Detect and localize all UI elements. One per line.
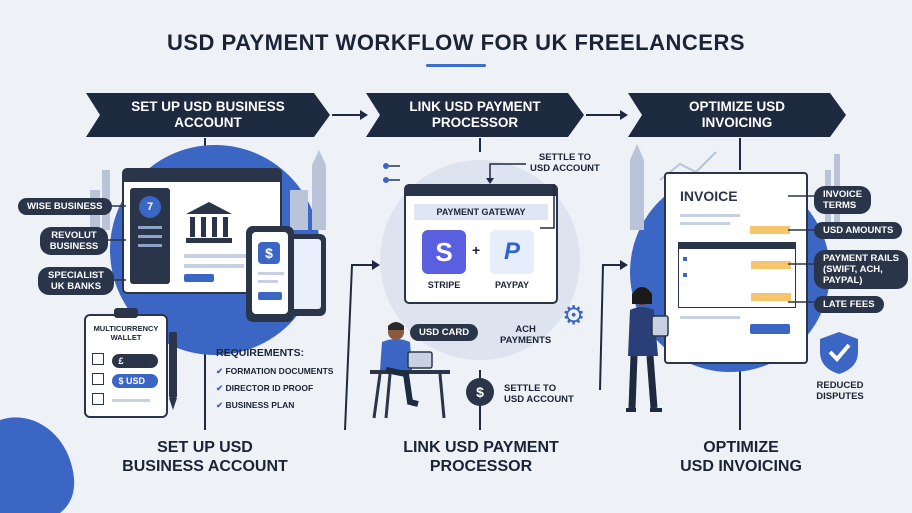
- phone-button: [258, 292, 282, 300]
- invoice-row-marker: [683, 273, 687, 277]
- wallet-item-gbp: £: [92, 352, 159, 370]
- settle-top-arrows: [486, 163, 555, 229]
- invoice-line: [680, 222, 730, 225]
- check-icon: ✔: [216, 366, 226, 376]
- dollar-coin-gear-icon: $: [466, 378, 494, 406]
- invoice-label-connectors: [788, 195, 814, 303]
- requirements-list: ✔ FORMATION DOCUMENTS ✔ DIRECTOR ID PROO…: [216, 363, 333, 414]
- invoice-line: [680, 316, 740, 319]
- shield-check-icon: [820, 332, 858, 374]
- bank-building-icon: [186, 202, 232, 243]
- invoice-pay-button: [750, 324, 790, 334]
- stripe-tile: S: [422, 230, 466, 274]
- wise-logo-icon: 7: [139, 196, 161, 218]
- paypay-tile: P: [490, 230, 534, 274]
- invoice-label-payment-rails: PAYMENT RAILS(SWIFT, ACH,PAYPAL): [814, 250, 909, 289]
- title-underline: [426, 64, 486, 67]
- gear-icon: ⚙: [562, 300, 586, 330]
- wallet-item-blank: [92, 392, 151, 410]
- invoice-line: [680, 214, 740, 217]
- invoice-row-highlight: [751, 261, 791, 269]
- phone-screen: $: [252, 232, 288, 314]
- check-icon: ✔: [216, 400, 226, 410]
- corner-wave-decoration: [0, 417, 75, 513]
- gateway-label: PAYMENT GATEWAY: [414, 204, 548, 220]
- invoice-amount-highlight: [750, 226, 790, 234]
- woman-with-tablet-illustration: [626, 287, 669, 412]
- invoice-row-highlight: [751, 293, 791, 301]
- pen-icon: [169, 332, 177, 410]
- sidebar-line: [138, 226, 162, 229]
- requirement-item: ✔ FORMATION DOCUMENTS: [216, 366, 334, 376]
- invoice-table-header: [679, 243, 795, 249]
- phone-line: [258, 280, 278, 283]
- page-title: USD PAYMENT WORKFLOW FOR UK FREELANCERS: [166, 30, 746, 55]
- bank-option-connectors: [94, 205, 126, 281]
- tablet-screen: [291, 239, 321, 309]
- clipboard-clip: [114, 308, 138, 318]
- dashboard-line: [184, 264, 244, 268]
- network-nodes-decoration: [383, 163, 400, 183]
- paypay-label: PAYPAY: [494, 280, 530, 290]
- multicurrency-wallet-clipboard: MULTICURRENCY WALLET £ $ USD: [84, 308, 168, 418]
- wallet-item-usd: $ USD: [92, 372, 159, 390]
- invoice-table: [678, 242, 796, 308]
- window-sidebar: 7: [130, 188, 170, 284]
- dashboard-button: [184, 274, 214, 282]
- sidebar-line: [138, 235, 162, 238]
- invoice-title: INVOICE: [680, 188, 738, 204]
- invoice-label-usd-amounts: USD AMOUNTS: [814, 222, 903, 239]
- invoice-document: INVOICE: [664, 172, 808, 364]
- requirement-item: ✔ DIRECTOR ID PROOF: [216, 383, 314, 393]
- window-titlebar: [124, 170, 280, 182]
- plus-sign: +: [472, 242, 481, 258]
- invoice-row-marker: [683, 257, 687, 261]
- smartphone-device: $: [246, 226, 294, 322]
- sidebar-line: [138, 244, 162, 247]
- dashboard-line: [184, 254, 264, 258]
- gateway-titlebar: [406, 186, 556, 196]
- bank-option-specialist: SPECIALIST UK BANKS: [38, 267, 114, 295]
- requirements-title: REQUIREMENTS:: [216, 347, 305, 359]
- invoice-label-late-fees: LATE FEES: [814, 296, 884, 313]
- check-icon: ✔: [216, 383, 226, 393]
- phone-line: [258, 272, 284, 275]
- bank-option-revolut: REVOLUT BUSINESS: [40, 227, 108, 255]
- bank-option-wise: WISE BUSINESS: [18, 198, 112, 215]
- requirement-item: ✔ BUSINESS PLAN: [216, 400, 295, 410]
- payment-gateway-window: PAYMENT GATEWAY S + P STRIPE PAYPAY: [404, 184, 558, 304]
- dollar-icon: $: [258, 242, 280, 264]
- stripe-label: STRIPE: [427, 280, 461, 290]
- usd-card-pill: USD CARD: [410, 324, 479, 341]
- person-at-laptop-illustration: [370, 322, 450, 419]
- wallet-title: MULTICURRENCY WALLET: [93, 324, 159, 342]
